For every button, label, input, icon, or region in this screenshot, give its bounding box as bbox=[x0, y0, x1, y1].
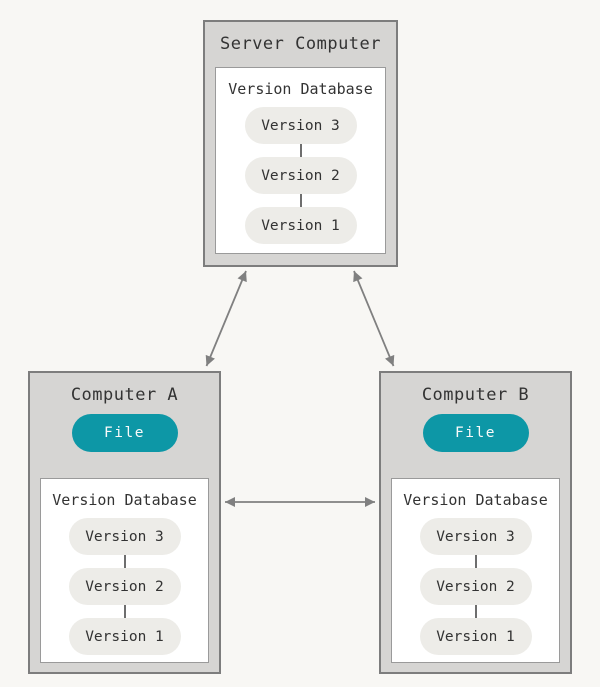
computer-a-file-pill: File bbox=[71, 414, 178, 452]
computer-b-file-pill: File bbox=[422, 414, 529, 452]
version-connector-line bbox=[123, 605, 126, 618]
version-2-pill: Version 2 bbox=[68, 568, 181, 605]
version-database-title: Version Database bbox=[228, 80, 373, 98]
version-connector-line bbox=[299, 144, 302, 157]
computer-b-title: Computer B bbox=[421, 385, 530, 405]
version-2-pill: Version 2 bbox=[244, 157, 357, 194]
version-3-pill: Version 3 bbox=[68, 518, 181, 555]
version-connector-line bbox=[123, 555, 126, 568]
version-2-pill: Version 2 bbox=[419, 568, 532, 605]
server-computer-b-arrow bbox=[353, 270, 395, 367]
computer-a-box: Computer A File Version Database Version… bbox=[28, 371, 221, 674]
version-connector-line bbox=[474, 555, 477, 568]
version-1-pill: Version 1 bbox=[419, 618, 532, 655]
server-computer-a-arrow bbox=[205, 270, 247, 367]
version-3-pill: Version 3 bbox=[244, 107, 357, 144]
computer-b-box: Computer B File Version Database Version… bbox=[379, 371, 572, 674]
version-connector-line bbox=[299, 194, 302, 207]
version-1-pill: Version 1 bbox=[68, 618, 181, 655]
server-computer-box: Server Computer Version Database Version… bbox=[203, 20, 398, 267]
computer-b-version-database-box: Version Database Version 3 Version 2 Ver… bbox=[391, 478, 560, 663]
version-3-pill: Version 3 bbox=[419, 518, 532, 555]
server-computer-title: Server Computer bbox=[219, 34, 382, 54]
version-connector-line bbox=[474, 605, 477, 618]
computer-a-version-database-box: Version Database Version 3 Version 2 Ver… bbox=[40, 478, 209, 663]
version-1-pill: Version 1 bbox=[244, 207, 357, 244]
version-database-title: Version Database bbox=[52, 491, 197, 509]
computer-a-title: Computer A bbox=[70, 385, 179, 405]
server-version-database-box: Version Database Version 3 Version 2 Ver… bbox=[215, 67, 386, 254]
version-database-title: Version Database bbox=[403, 491, 548, 509]
